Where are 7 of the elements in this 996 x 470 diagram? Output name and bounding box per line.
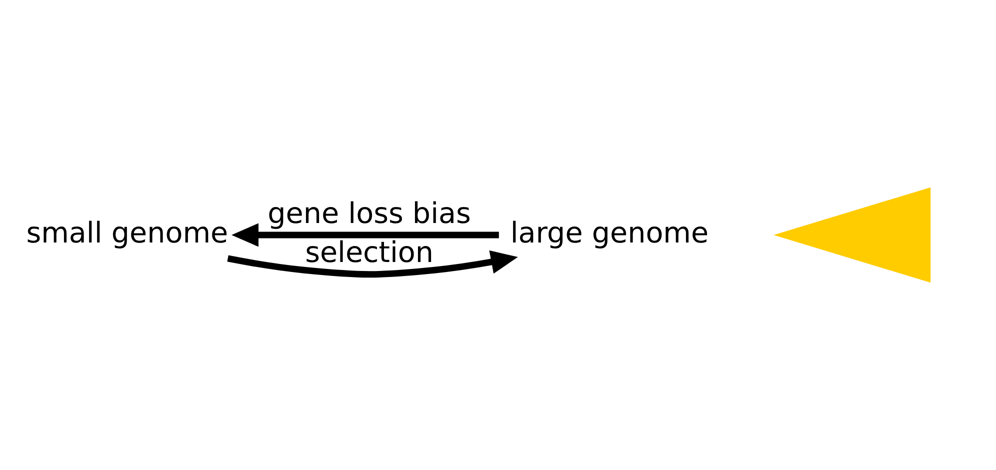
node-text: large genome	[510, 215, 709, 250]
arrow	[227, 250, 518, 278]
arrow	[232, 223, 499, 247]
edge-label: gene loss bias	[268, 196, 471, 230]
node-triangle	[774, 187, 931, 283]
node-text: small genome	[26, 215, 228, 250]
edge-label: selection	[305, 234, 434, 269]
